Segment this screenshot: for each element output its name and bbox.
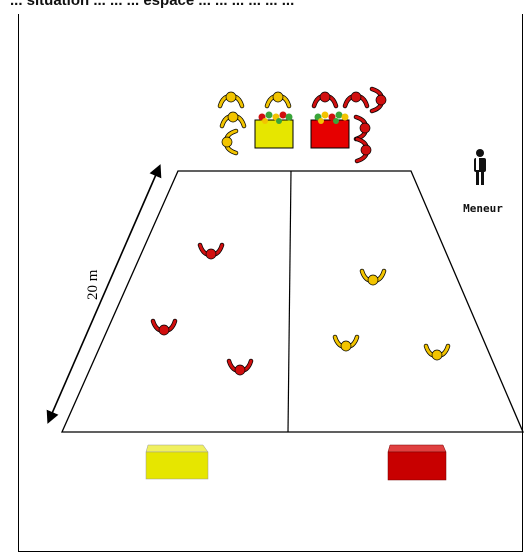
red-waiting-player [345, 92, 367, 106]
yellow-waiting-player [222, 131, 236, 153]
playing-field [62, 171, 523, 432]
person-icon [474, 149, 486, 185]
waiting-players [220, 89, 386, 161]
yellow-waiting-player [267, 92, 289, 106]
red-waiting-player [314, 92, 336, 106]
ball-crate-icon [255, 112, 293, 149]
red-waiting-player [356, 117, 370, 139]
ball-crate-icon [311, 112, 349, 149]
yellow-waiting-player [220, 92, 242, 106]
red-waiting-player [357, 139, 371, 161]
distance-label: 20 m [85, 269, 101, 300]
yellow-base-box [146, 445, 208, 479]
red-base-box [388, 445, 446, 480]
leader-label: Meneur [463, 202, 503, 215]
red-waiting-player [372, 89, 386, 111]
yellow-waiting-player [222, 112, 244, 126]
